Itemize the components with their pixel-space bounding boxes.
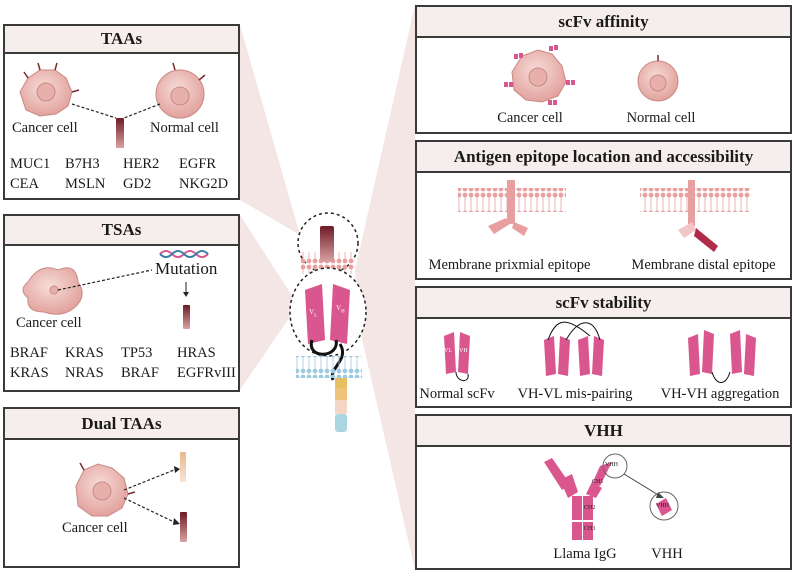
center-membrane-blue [296,356,362,378]
scfv-vl-domain [305,284,325,344]
taa-header: TAAs [3,24,240,54]
igg-ch3-text: CH3 [584,526,596,532]
connector-taa [240,25,300,235]
connector-tsa [240,215,298,390]
antigen-name: BRAF [121,365,159,381]
car-cd28 [335,378,347,388]
tsa-title: TSAs [101,220,142,239]
taa-title: TAAs [100,29,143,48]
center-scfv-circle [289,267,367,357]
affinity-cancer-label: Cancer cell [497,110,563,126]
igg-ch1-text: CH1 [592,479,604,485]
affinity-header: scFv affinity [415,5,792,38]
center-membrane-pink [301,252,355,274]
antigen-name: NKG2D [179,176,229,192]
antigen-name: EGFR [179,156,217,172]
tsa-header: TSAs [3,214,240,246]
antigen-name: B7H3 [65,156,100,172]
normal-scfv-label: Normal scFv [419,386,495,402]
epitope-header: Antigen epitope location and accessibili… [415,140,792,173]
center-vl-letter: V [309,308,315,316]
dual-cancer-label: Cancer cell [62,520,128,536]
dual-title: Dual TAAs [81,413,162,433]
distal-label: Membrane distal epitope [631,257,776,273]
aggregation-label: VH-VH aggregation [660,386,780,402]
antigen-name: MSLN [65,176,106,192]
tsa-cancer-label: Cancer cell [16,315,82,331]
center-vl-sub: L [314,313,318,319]
proximal-label: Membrane prixmial epitope [428,257,591,273]
antigen-name: KRAS [10,365,49,381]
car-cd3z [335,414,347,432]
mutation-label: Mutation [155,259,218,278]
antigen-name: GD2 [123,176,152,192]
single-vhh-text: VHH [656,503,669,509]
car-costim-2 [335,400,347,414]
antigen-name: MUC1 [10,156,51,172]
center-vl-label: VL [309,308,317,318]
vhh-header: VHH [415,414,792,447]
epitope-title: Antigen epitope location and accessibili… [453,146,754,166]
normal-vh-text: VH [459,348,468,354]
dual-header: Dual TAAs [3,407,240,440]
tsa-antigen-list-row1: BRAF KRAS TP53 HRAS [10,345,216,362]
taa-antigen-list-row2: CEA MSLN GD2 NKG2D [10,176,228,193]
normal-vl-text: VL [444,348,452,354]
igg-label: Llama IgG [553,546,617,562]
center-antigen [320,226,334,262]
taa-antigen-list-row1: MUC1 B7H3 HER2 EGFR [10,156,216,173]
vhh-title: VHH [584,420,623,440]
antigen-name: NRAS [65,365,104,381]
scfv-linker [309,339,338,356]
dual-panel [3,438,240,568]
mispair-label: VH-VL mis-pairing [517,386,633,402]
affinity-panel [415,36,792,134]
vhh-label: VHH [651,546,683,562]
stability-header: scFv stability [415,286,792,319]
taa-normal-label: Normal cell [150,120,219,136]
tsa-antigen-list-row2: KRAS NRAS BRAF EGFRvIII [10,365,236,382]
taa-cancer-label: Cancer cell [12,120,78,136]
affinity-title: scFv affinity [558,11,649,31]
antigen-name: KRAS [65,345,104,361]
antigen-name: CEA [10,176,39,192]
antigen-name: BRAF [10,345,48,361]
antigen-name: HER2 [123,156,160,172]
stability-title: scFv stability [555,292,652,312]
affinity-normal-label: Normal cell [626,110,696,126]
center-vh-letter: V [336,304,342,312]
connector-right [355,5,415,570]
center-vh-sub: H [341,309,345,315]
scfv-vh-domain [330,284,350,344]
igg-ch2-text: CH2 [584,505,596,511]
antigen-name: TP53 [121,345,153,361]
antigen-name: EGFRvIII [177,365,236,381]
igg-vhh-text: VHH [605,462,618,468]
center-vh-label: VH [336,304,345,314]
antigen-name: HRAS [177,345,216,361]
